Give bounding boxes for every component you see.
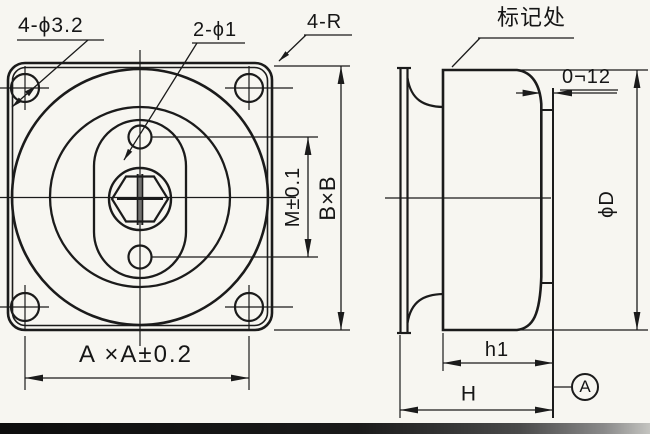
label-center-holes: 2-ϕ1 (193, 19, 238, 41)
side-view-geometry (397, 66, 554, 418)
label-hole-pitch: M±0.1 (282, 166, 304, 228)
label-body-diameter: ϕD (596, 190, 618, 218)
label-marking-area: 标记处 (497, 5, 567, 30)
leader-lines (11, 34, 618, 161)
datum-a-symbol: A (571, 373, 599, 401)
leader-mid-arrow (24, 86, 36, 97)
label-corner-radius: 4-R (307, 11, 343, 33)
label-square-size-tolerance: A ×A±0.2 (79, 341, 193, 368)
label-overall-depth: H (460, 382, 478, 406)
front-view-centerlines (0, 50, 350, 390)
label-body-depth: h1 (484, 339, 510, 361)
dimension-lines (25, 66, 641, 414)
bottom-scan-band (0, 423, 650, 434)
label-corner-holes: 4-ϕ3.2 (18, 14, 84, 37)
label-square-size: B×B (315, 175, 340, 221)
side-view-centerlines (385, 69, 648, 418)
label-boss-width: 0¬12 (562, 66, 612, 88)
